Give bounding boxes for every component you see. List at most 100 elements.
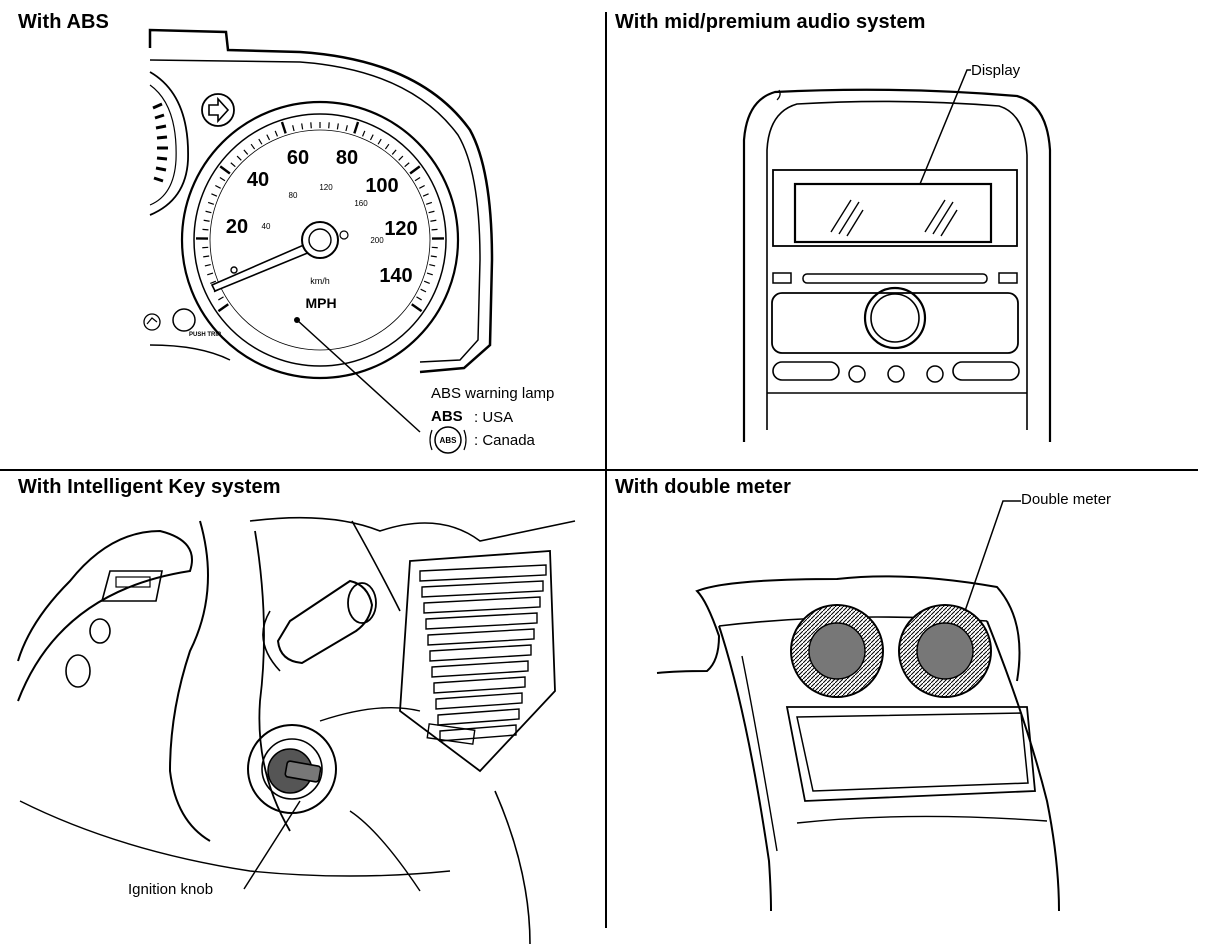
center-panel-lower-line (796, 815, 1048, 824)
stack-edge-detail (776, 89, 781, 101)
kmh-label-160: 160 (354, 199, 368, 208)
speedometer-tick (236, 155, 242, 161)
speedometer-tick (215, 184, 221, 189)
ignition-knob-label: Ignition knob (128, 881, 214, 898)
center-console-edge (494, 790, 531, 944)
speedometer-tick (391, 149, 397, 155)
speedometer-tick (202, 228, 209, 231)
display-reflection-marks (830, 199, 958, 237)
cluster-housing-inner (149, 59, 481, 363)
center-stack-outer (742, 88, 1052, 442)
speedometer-illustration: PUSH TRIP 20 40 60 80 100 120 140 40 80 … (143, 28, 494, 454)
speedometer-tick (250, 143, 256, 150)
mph-label-100: 100 (365, 175, 398, 197)
speedometer-bezel (180, 100, 460, 380)
center-panel-right-edge (986, 620, 1060, 912)
speedometer-tick (274, 130, 279, 137)
mph-label-40: 40 (247, 169, 269, 191)
cluster-housing (148, 28, 494, 374)
cluster-lower-edge (149, 344, 231, 361)
speedometer-tick (217, 303, 229, 313)
abs-usa-symbol: ABS (431, 408, 463, 425)
display-callout-leader (919, 69, 971, 185)
abs-canada-bracket-right (463, 429, 467, 451)
speedometer-tick (369, 134, 374, 141)
panel-title-intelligent-key: With Intelligent Key system (18, 476, 281, 498)
speedometer-tick (258, 138, 263, 145)
center-panel-left-inner (741, 655, 778, 852)
abs-usa-label: : USA (474, 409, 514, 426)
steering-wheel-rim (168, 520, 211, 842)
right-meter-face (916, 622, 974, 680)
column-button-2 (65, 654, 91, 688)
vent-slat (435, 692, 523, 710)
preset-button-right (952, 361, 1020, 381)
display-label: Display (971, 62, 1021, 79)
audio-display-screen (793, 182, 993, 244)
mph-label-20: 20 (226, 216, 248, 238)
speedometer-tick (398, 155, 404, 161)
trip-reset-knob (172, 308, 196, 332)
speedometer-tick (430, 219, 437, 222)
vent-slat (425, 612, 538, 630)
speedometer-tick (210, 280, 217, 285)
speedometer-tick (419, 184, 425, 189)
center-opening-inner (796, 712, 1029, 792)
speedometer-tick (384, 143, 390, 150)
hazard-switch (426, 723, 476, 745)
speedometer-tick (422, 193, 429, 197)
speedometer-tick (361, 130, 366, 137)
dash-top-edge (249, 516, 576, 542)
speedometer-tick (431, 228, 438, 231)
display-bezel (772, 169, 1018, 247)
speedometer-tick (207, 272, 214, 276)
mph-label-80: 80 (336, 147, 358, 169)
left-gauge-edge (149, 71, 189, 216)
speedometer-needle (210, 242, 312, 293)
left-gauge-inner (149, 84, 177, 206)
speedometer-tick (203, 219, 210, 222)
horizontal-divider (0, 469, 1198, 471)
panel-intelligent-key: With Intelligent Key system Ignition kno… (0, 471, 606, 944)
double-meter-callout-leader (964, 500, 1021, 612)
center-stack-inner (766, 100, 1028, 430)
air-vent-frame (399, 550, 556, 773)
column-switch (115, 576, 151, 588)
center-panel-left-edge (718, 625, 772, 912)
lever-tip (347, 582, 377, 624)
speedometer-tick (416, 296, 422, 301)
vent-slat (431, 660, 529, 678)
speedometer-tick (426, 272, 433, 276)
lever-base (262, 610, 281, 672)
speedometer-tick (377, 138, 382, 145)
panel-title-double-meter: With double meter (615, 476, 791, 498)
steering-column-shroud (17, 529, 193, 702)
speedometer-tick (353, 121, 360, 134)
cd-slot (802, 273, 988, 284)
kmh-label-40: 40 (262, 222, 271, 231)
abs-callout-leader (296, 319, 421, 433)
speedometer-tick (430, 255, 437, 258)
needle-stop-pin (230, 266, 238, 274)
vent-slat (421, 580, 544, 598)
panel-title-abs: With ABS (18, 11, 109, 33)
speedometer-tick (204, 263, 211, 267)
vent-slat (429, 644, 532, 662)
dash-contour-2 (319, 706, 421, 722)
abs-canada-symbol-icon (434, 426, 462, 454)
gauge-indicator-mark (146, 317, 158, 325)
speedometer-tick (280, 121, 287, 134)
column-button-1 (89, 618, 111, 644)
dash-lower-sweep (19, 800, 451, 877)
kmh-unit-label: km/h (310, 276, 330, 286)
speedometer-tick (219, 165, 231, 175)
speedometer-tick (292, 125, 295, 132)
left-gauge-ticks (152, 102, 168, 183)
mph-scale-labels: 20 40 60 80 100 120 140 (226, 147, 418, 287)
speedometer-tick (423, 280, 430, 285)
speedometer-tick (414, 177, 421, 182)
volume-knob-icon (870, 293, 920, 343)
vent-slat (437, 708, 520, 726)
speedometer-tick (218, 296, 224, 301)
speedometer-tick (404, 162, 410, 168)
